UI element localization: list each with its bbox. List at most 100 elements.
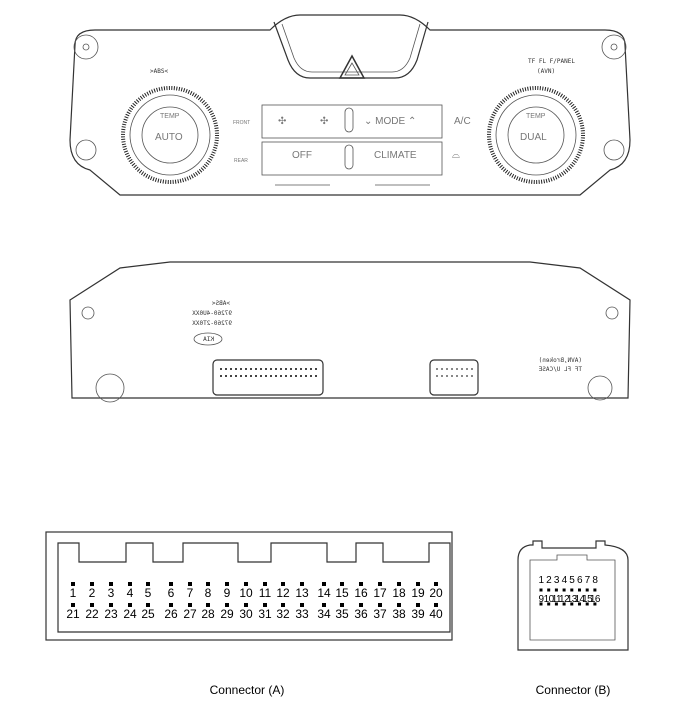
pin-marker	[397, 582, 401, 586]
socket-pin	[446, 368, 448, 370]
pin-number: 35	[335, 607, 349, 621]
socket-pin	[461, 375, 463, 377]
pin-marker	[434, 582, 438, 586]
socket-pin	[456, 368, 458, 370]
pin-marker	[562, 602, 566, 606]
socket-pin	[451, 375, 453, 377]
socket-pin	[315, 375, 317, 377]
pin-number: 16	[590, 594, 601, 605]
socket-pin	[235, 375, 237, 377]
fan-low-icon[interactable]: ✣	[278, 116, 286, 127]
pin-number: 17	[373, 586, 387, 600]
pin-marker	[585, 602, 589, 606]
pin-number: 37	[373, 607, 387, 621]
pin-number: 16	[354, 586, 368, 600]
pin-marker	[359, 582, 363, 586]
connector-a-caption: Connector (A)	[210, 683, 285, 697]
pin-marker	[578, 602, 581, 606]
rear-defrost-button[interactable]: REAR	[234, 158, 248, 164]
pin-marker	[416, 603, 420, 607]
ac-button[interactable]: A/C	[454, 116, 471, 127]
socket-pin	[225, 375, 227, 377]
pin-marker	[128, 603, 132, 607]
pin-number: 24	[123, 607, 137, 621]
socket-pin	[260, 368, 262, 370]
socket-pin	[456, 375, 458, 377]
pin-marker	[300, 582, 304, 586]
pin-number: 25	[141, 607, 155, 621]
socket-pin	[436, 375, 438, 377]
left-temp-knob[interactable]: TEMP AUTO	[121, 86, 219, 184]
pin-number: 5	[145, 586, 152, 600]
right-temp-knob[interactable]: TEMP DUAL	[487, 86, 585, 184]
pin-marker	[281, 603, 285, 607]
pin-number: 7	[585, 575, 591, 586]
pin-number: 14	[574, 594, 585, 605]
pin-number: 13	[567, 594, 578, 605]
pin-marker	[109, 603, 113, 607]
pin-number: 15	[582, 594, 593, 605]
svg-text:>ABS<: >ABS<	[212, 300, 230, 307]
connector-b-caption: Connector (B)	[536, 683, 611, 697]
socket-pin	[235, 368, 237, 370]
pin-marker	[578, 588, 581, 592]
pin-marker	[225, 603, 229, 607]
socket-pin	[245, 375, 247, 377]
pin-marker	[322, 582, 326, 586]
pin-marker	[263, 603, 267, 607]
hazard-icon[interactable]	[338, 54, 366, 79]
pin-number: 22	[85, 607, 99, 621]
socket-pin	[240, 368, 242, 370]
dual-label: DUAL	[520, 132, 547, 143]
pin-marker	[547, 602, 551, 606]
rear-case: >ABS< 97260-4U0XX 97260-2T0XX KIA TF FL …	[69, 261, 631, 403]
pin-marker	[562, 588, 566, 592]
mode-button[interactable]: ⌄ MODE ⌃	[364, 116, 416, 127]
off-button[interactable]: OFF	[292, 150, 312, 161]
socket-pin	[451, 368, 453, 370]
pin-marker	[244, 582, 248, 586]
pin-number: 30	[239, 607, 253, 621]
socket-pin	[471, 368, 473, 370]
svg-text:(AVN,Broken): (AVN,Broken)	[539, 357, 582, 364]
kia-logo: KIA	[203, 336, 214, 343]
socket-pin	[265, 368, 267, 370]
pin-number: 39	[411, 607, 425, 621]
pin-number: 2	[89, 586, 96, 600]
pin-marker	[244, 603, 248, 607]
svg-text:TEMP: TEMP	[160, 113, 180, 120]
socket-pin	[436, 368, 438, 370]
socket-pin	[300, 375, 302, 377]
socket-pin	[295, 368, 297, 370]
socket-pin	[310, 368, 312, 370]
mirrored-text: >ABS< 97260-4U0XX 97260-2T0XX KIA	[192, 300, 232, 346]
pin-number: 15	[335, 586, 349, 600]
pin-marker	[322, 603, 326, 607]
pin-number: 31	[258, 607, 272, 621]
socket-pin	[270, 375, 272, 377]
socket-pin	[290, 368, 292, 370]
pin-marker	[378, 582, 382, 586]
pin-number: 12	[559, 594, 570, 605]
pin-marker	[416, 582, 420, 586]
pin-number: 23	[104, 607, 118, 621]
socket-pin	[220, 375, 222, 377]
connector-a-socket	[212, 359, 324, 396]
pin-number: 6	[577, 575, 583, 586]
climate-button[interactable]: CLIMATE	[374, 150, 417, 161]
auto-label: AUTO	[155, 132, 183, 143]
front-panel: >ABS< TF FL F/PANEL (AVN) TEMP AUTO TEMP…	[69, 14, 631, 196]
pin-number: 38	[392, 607, 406, 621]
pin-marker	[539, 602, 543, 606]
front-defrost-button[interactable]: FRONT	[233, 120, 250, 126]
pin-number: 19	[411, 586, 425, 600]
fan-high-icon[interactable]: ✣	[320, 116, 328, 127]
pin-marker	[340, 603, 344, 607]
recirc-icon[interactable]: ⌓	[452, 150, 460, 161]
socket-pin	[290, 375, 292, 377]
socket-pin	[471, 375, 473, 377]
pin-marker	[359, 603, 363, 607]
socket-pin	[255, 375, 257, 377]
